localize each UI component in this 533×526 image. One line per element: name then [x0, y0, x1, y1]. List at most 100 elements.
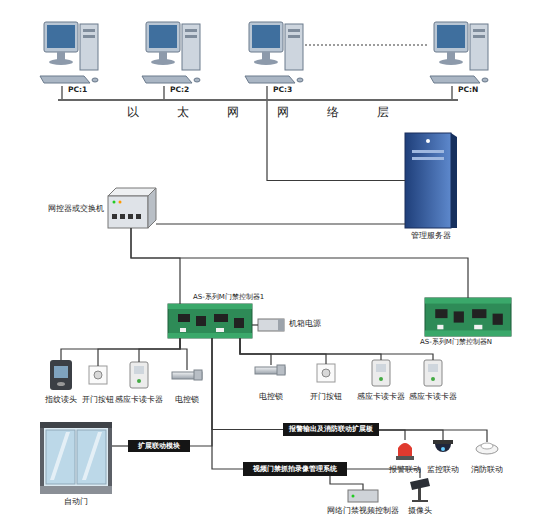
fingerprint-reader: 指纹读头 — [50, 360, 72, 390]
box-label: 扩展联动模块 — [128, 440, 190, 452]
video-controller-box — [348, 490, 378, 502]
controller-board-icon — [168, 304, 252, 338]
node-label: 电控锁 — [246, 393, 296, 402]
smoke-detector: 消防联动 — [476, 442, 498, 456]
door-frame — [40, 422, 112, 494]
port — [112, 214, 117, 219]
video-controller: 网络门禁视频控制器 — [348, 490, 378, 502]
lock-icon — [255, 365, 285, 375]
pc-terminal: PC:3 — [243, 20, 305, 86]
pc-terminal: PC:N — [428, 20, 490, 86]
network-bus: 以 太 网 网 络 层 — [58, 99, 458, 101]
led — [113, 201, 116, 204]
alarm-siren: 报警联动 — [396, 440, 414, 460]
connector-line — [190, 338, 212, 446]
camera-stand — [418, 488, 421, 500]
node-label: 网控器或交换机 — [30, 204, 104, 213]
glass-reflection — [82, 432, 102, 480]
connector-line — [266, 86, 267, 99]
server-side — [451, 133, 457, 228]
camera: 摄像头 — [410, 478, 430, 502]
switch-side — [148, 188, 156, 228]
node-label: PC:1 — [68, 86, 98, 95]
power-box — [258, 319, 284, 331]
node-label: 指纹读头 — [36, 396, 86, 405]
node-label: PC:N — [458, 86, 488, 95]
reader-icon — [372, 360, 390, 386]
server: 管理服务器 — [405, 133, 457, 228]
fingerprint-window — [54, 366, 68, 378]
server-bay — [412, 150, 444, 153]
controller-board: AS-系列M门禁控制器N — [425, 298, 511, 336]
monitor-camera: 监控联动 — [433, 440, 453, 458]
card-reader: 感应卡读卡器 — [424, 360, 442, 386]
led — [352, 495, 355, 498]
connector-line — [305, 44, 428, 45]
camera-body — [410, 478, 430, 490]
server-logo — [426, 139, 430, 143]
button-icon — [317, 364, 335, 382]
connector-line — [379, 430, 443, 440]
connector-line — [180, 338, 187, 370]
card-reader: 感应卡读卡器 — [130, 362, 148, 388]
power-end — [278, 319, 284, 331]
connector-line — [379, 430, 487, 442]
door-opening — [44, 428, 108, 486]
node-label: 监控联动 — [418, 466, 468, 475]
dome-mount — [433, 440, 453, 444]
led — [119, 201, 122, 204]
port — [128, 214, 133, 219]
fingerprint-body — [50, 360, 72, 390]
connector-line — [240, 338, 433, 360]
node-label: 机箱电源 — [289, 320, 339, 329]
node-label: AS-系列M门禁控制器N — [420, 338, 520, 346]
pc-terminal: PC:1 — [38, 20, 100, 86]
node-label: 感应卡读卡器 — [356, 393, 406, 402]
connector-line — [131, 228, 180, 304]
pc-terminal: PC:2 — [140, 20, 202, 86]
door-floor — [40, 486, 112, 494]
pc-icon — [430, 22, 488, 83]
connector-line — [156, 223, 405, 224]
exit-button: 开门按钮 — [317, 364, 335, 382]
connector-line — [240, 338, 381, 360]
node-label: 感应卡读卡器 — [114, 396, 164, 405]
connector-line — [163, 86, 164, 99]
node-label: 电控锁 — [162, 396, 212, 405]
card-reader: 感应卡读卡器 — [372, 360, 390, 386]
camera-base — [412, 500, 428, 502]
controller-board: AS-系列M门禁控制器1 — [168, 304, 252, 338]
video-system-box: 视频门禁抓拍录像管理系统 — [243, 462, 347, 476]
door-header — [40, 422, 112, 428]
lock-icon — [172, 370, 202, 380]
electric-lock: 电控锁 — [172, 370, 202, 380]
node-label: 摄像头 — [395, 507, 445, 516]
port — [136, 214, 141, 219]
controller-board-icon — [425, 298, 511, 336]
connector-line — [252, 324, 258, 325]
exit-button: 开门按钮 — [89, 366, 107, 384]
connector-line — [212, 338, 243, 469]
connector-line — [240, 338, 326, 364]
pc-icon — [245, 22, 303, 83]
node-label: 自动门 — [36, 498, 116, 507]
node-label: 消防联动 — [462, 466, 512, 475]
module-box: 扩展联动模块 — [128, 440, 190, 452]
smoke-detector — [476, 444, 498, 454]
node-label: PC:3 — [273, 86, 303, 95]
connector-line — [330, 476, 363, 490]
box-label: 报警输出及消防联动扩展板 — [283, 423, 379, 436]
connector-line — [112, 445, 128, 446]
connector-line — [212, 338, 283, 430]
connector-line — [98, 338, 180, 366]
button-icon — [89, 366, 107, 384]
reader-icon — [130, 362, 148, 388]
port — [120, 214, 125, 219]
expansion-board-box: 报警输出及消防联动扩展板 — [283, 423, 379, 436]
power-supply: 机箱电源 — [258, 319, 284, 331]
dome-lens — [441, 447, 445, 451]
reader-icon — [424, 360, 442, 386]
node-label: 开门按钮 — [301, 393, 351, 402]
